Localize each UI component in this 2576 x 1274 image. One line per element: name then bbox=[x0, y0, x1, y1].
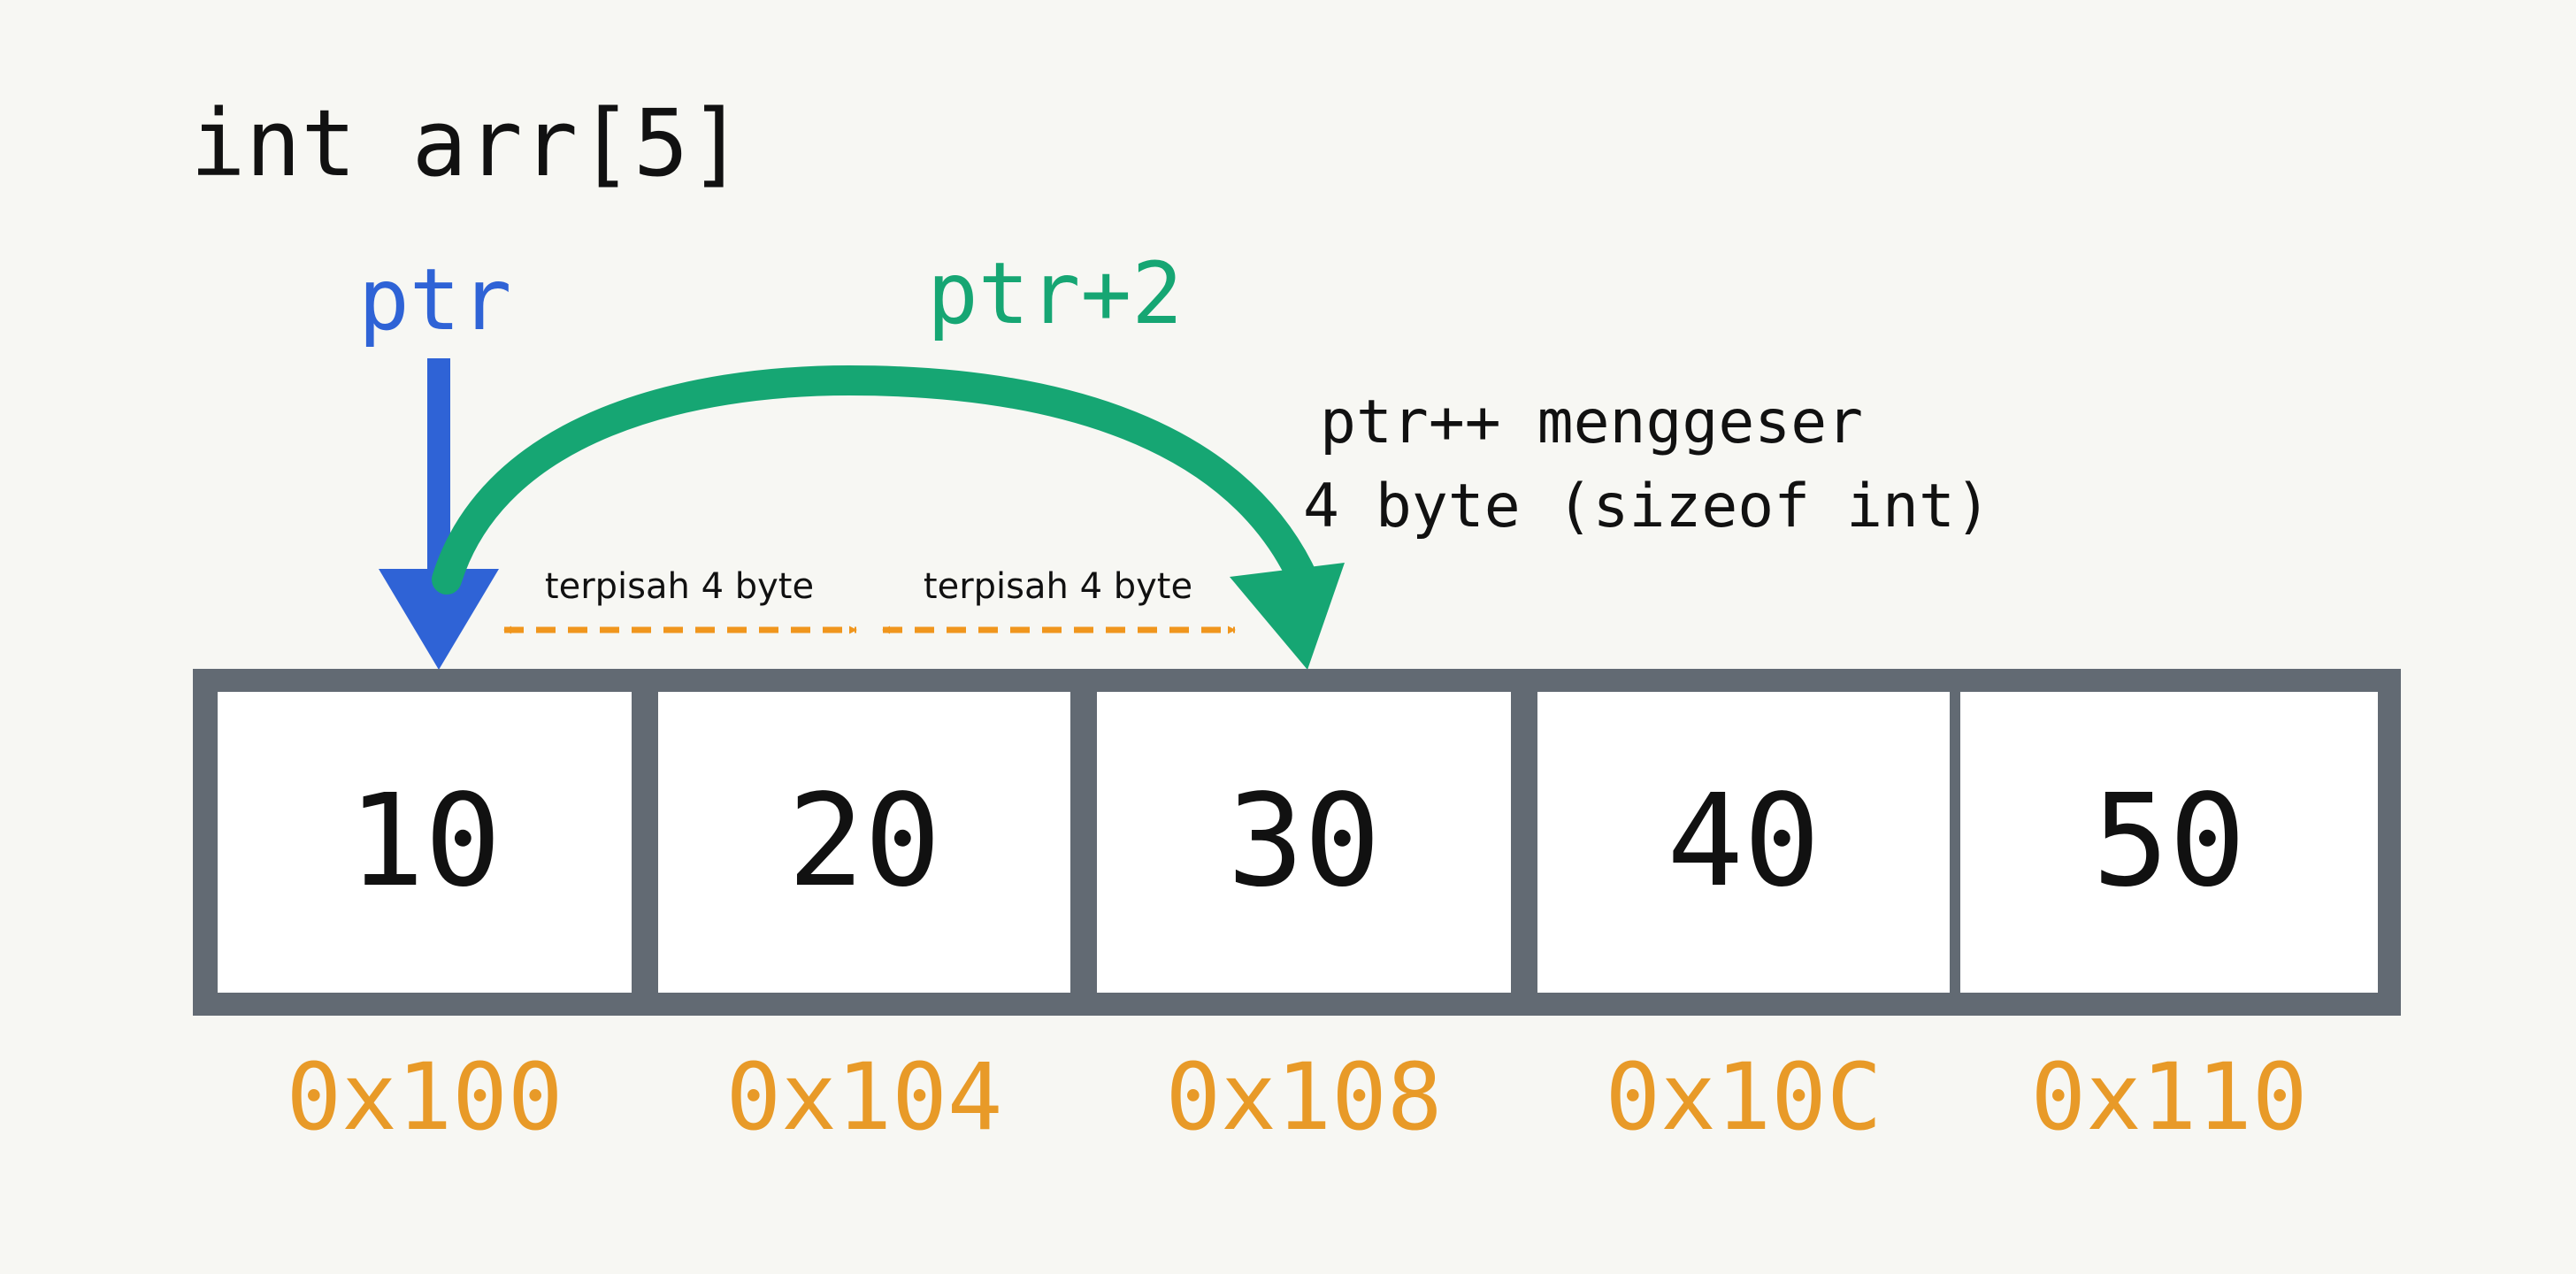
array-cell-2: 30 bbox=[1097, 692, 1511, 993]
increment-note-line-1: ptr++ menggeser bbox=[1320, 388, 1863, 457]
cell-value: 20 bbox=[787, 766, 940, 915]
array-cell-0: 10 bbox=[218, 692, 632, 993]
cell-value: 30 bbox=[1227, 766, 1380, 915]
array-cell-4: 50 bbox=[1960, 692, 2378, 993]
array-cell-1: 20 bbox=[658, 692, 1070, 993]
ptr-plus-2-label: ptr+2 bbox=[927, 244, 1183, 343]
address-label-3: 0x10C bbox=[1605, 1043, 1882, 1151]
declaration-label: int arr[5] bbox=[190, 89, 744, 197]
address-label-2: 0x108 bbox=[1165, 1043, 1442, 1151]
increment-note-line-2: 4 byte (sizeof int) bbox=[1303, 472, 1991, 541]
ptr-arrow bbox=[379, 358, 499, 670]
ptr-plus-2-arc-arrow bbox=[432, 365, 1345, 670]
cell-value: 40 bbox=[1667, 766, 1820, 915]
array-cell-3: 40 bbox=[1537, 692, 1950, 993]
gap-label-1: terpisah 4 byte bbox=[545, 566, 814, 607]
cell-value: 10 bbox=[348, 766, 501, 915]
address-label-1: 0x104 bbox=[725, 1043, 1002, 1151]
ptr-label: ptr bbox=[358, 250, 511, 349]
cell-value: 50 bbox=[2092, 766, 2245, 915]
gap-label-2: terpisah 4 byte bbox=[924, 566, 1192, 607]
address-label-0: 0x100 bbox=[286, 1043, 563, 1151]
address-label-4: 0x110 bbox=[2030, 1043, 2307, 1151]
